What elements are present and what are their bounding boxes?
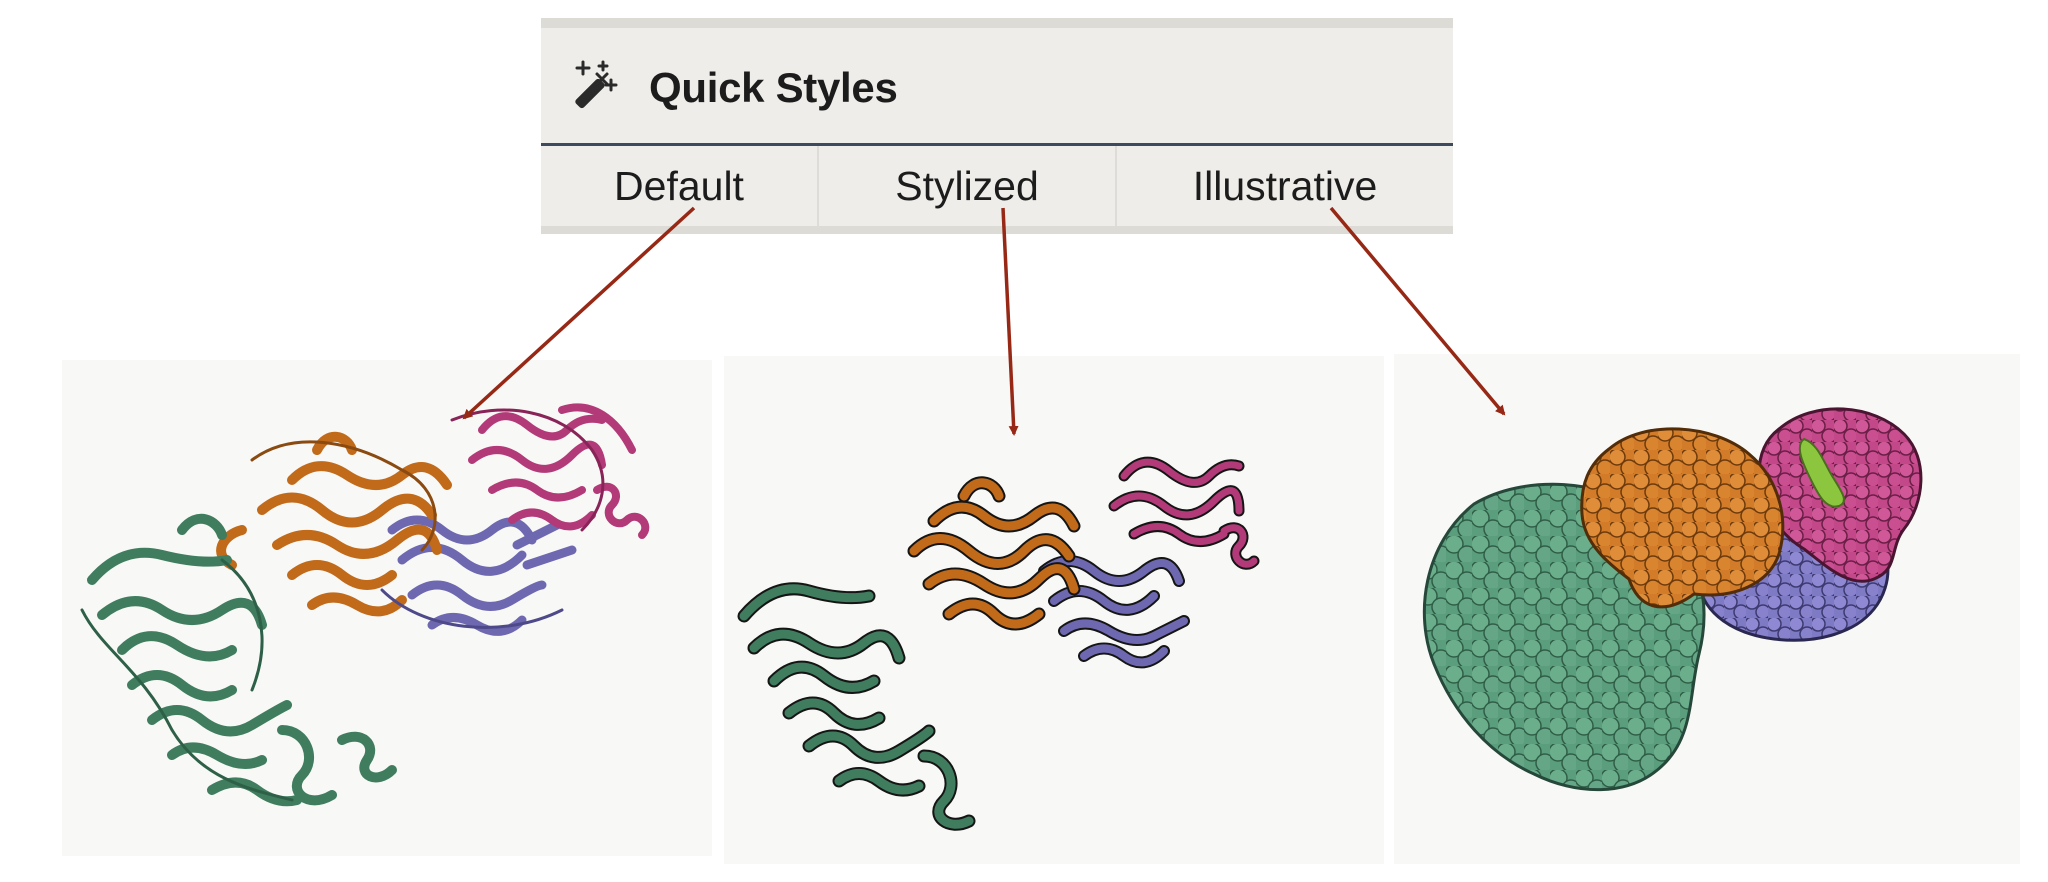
orange-chain: [907, 476, 1081, 631]
stylized-cartoon-render: [737, 456, 1260, 831]
green-chain: [87, 513, 397, 807]
illustrative-surface-render: [1422, 407, 1923, 792]
orange-surface: [1580, 427, 1785, 609]
quick-styles-panel: Quick Styles Default Stylized Illustrati…: [541, 18, 1453, 234]
stylized-style-button[interactable]: Stylized: [817, 146, 1115, 226]
default-style-viewport[interactable]: [62, 360, 712, 856]
default-style-button[interactable]: Default: [614, 162, 744, 209]
purple-chain: [387, 515, 577, 636]
stylized-style-viewport[interactable]: [724, 356, 1384, 864]
magenta-chain: [1108, 456, 1260, 570]
magenta-chain: [468, 403, 650, 539]
ligand: [1798, 437, 1845, 508]
illustrative-style-button[interactable]: Illustrative: [1115, 146, 1453, 226]
panel-header[interactable]: Quick Styles: [541, 28, 1453, 143]
panel-top-border: [541, 18, 1453, 28]
panel-divider: [541, 143, 1453, 146]
green-chain: [737, 582, 976, 831]
style-options: Default Stylized Illustrative: [541, 146, 1453, 226]
magic-wand-icon: [575, 60, 618, 109]
default-cartoon-render: [80, 403, 650, 807]
illustrative-style-viewport[interactable]: [1394, 354, 2020, 864]
panel-bottom-border: [541, 226, 1453, 234]
panel-title: Quick Styles: [649, 64, 898, 111]
